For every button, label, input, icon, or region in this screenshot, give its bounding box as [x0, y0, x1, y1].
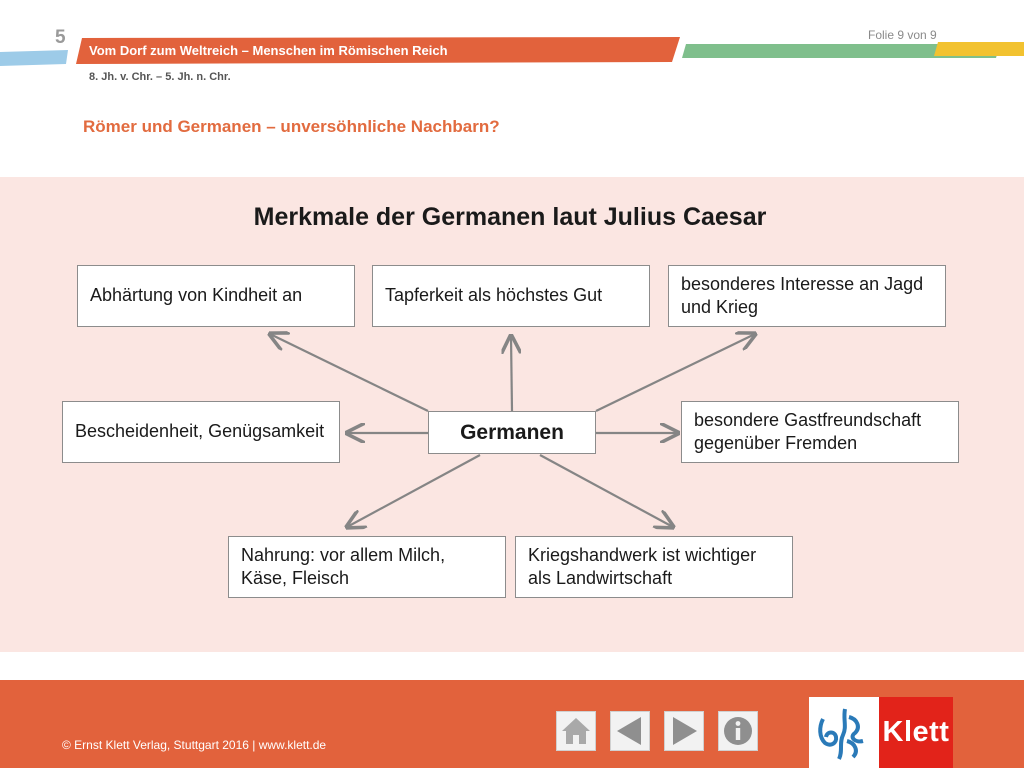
arrow-to-item-2	[595, 334, 755, 412]
info-icon	[724, 717, 752, 745]
arrow-to-item-5	[347, 454, 481, 527]
header-bar-orange	[76, 37, 680, 64]
previous-slide-button[interactable]	[610, 711, 650, 751]
info-button[interactable]	[718, 711, 758, 751]
arrow-to-item-0	[270, 334, 429, 412]
trait-box-hunting-war: besonderes Interesse an Jagd und Krieg	[668, 265, 946, 327]
header-bar-green	[682, 44, 1000, 58]
unit-title: Vom Dorf zum Weltreich – Menschen im Röm…	[89, 43, 448, 58]
slide-counter: Folie 9 von 9	[868, 28, 937, 42]
klett-wordmark: Klett	[879, 697, 953, 768]
copyright-notice: © Ernst Klett Verlag, Stuttgart 2016 | w…	[62, 738, 327, 752]
trait-box-hardening: Abhärtung von Kindheit an	[77, 265, 355, 327]
chapter-number: 5	[55, 27, 66, 48]
home-icon	[562, 718, 590, 744]
next-slide-button[interactable]	[664, 711, 704, 751]
arrow-to-item-1	[511, 336, 512, 412]
slide-subtitle: Römer und Germanen – unversöhnliche Nach…	[83, 117, 500, 136]
header-bar-yellow	[934, 42, 1024, 56]
trait-box-bravery: Tapferkeit als höchstes Gut	[372, 265, 650, 327]
trait-box-nutrition: Nahrung: vor allem Milch, Käse, Fleisch	[228, 536, 506, 598]
klett-emblem-icon	[818, 708, 864, 760]
previous-icon	[617, 717, 641, 745]
center-box-germanen: Germanen	[428, 411, 596, 454]
arrow-to-item-6	[539, 454, 673, 527]
diagram-title: Merkmale der Germanen laut Julius Caesar	[253, 203, 767, 231]
header-bar-blue	[0, 50, 68, 66]
trait-box-hospitality: besondere Gastfreundschaft gegenüber Fre…	[681, 401, 959, 463]
header-color-bars	[0, 37, 1024, 66]
next-icon	[673, 717, 697, 745]
trait-box-warcraft: Kriegshandwerk ist wichtiger als Landwir…	[515, 536, 793, 598]
home-button[interactable]	[556, 711, 596, 751]
era-label: 8. Jh. v. Chr. – 5. Jh. n. Chr.	[89, 71, 231, 83]
trait-box-modesty: Bescheidenheit, Genügsamkeit	[62, 401, 340, 463]
